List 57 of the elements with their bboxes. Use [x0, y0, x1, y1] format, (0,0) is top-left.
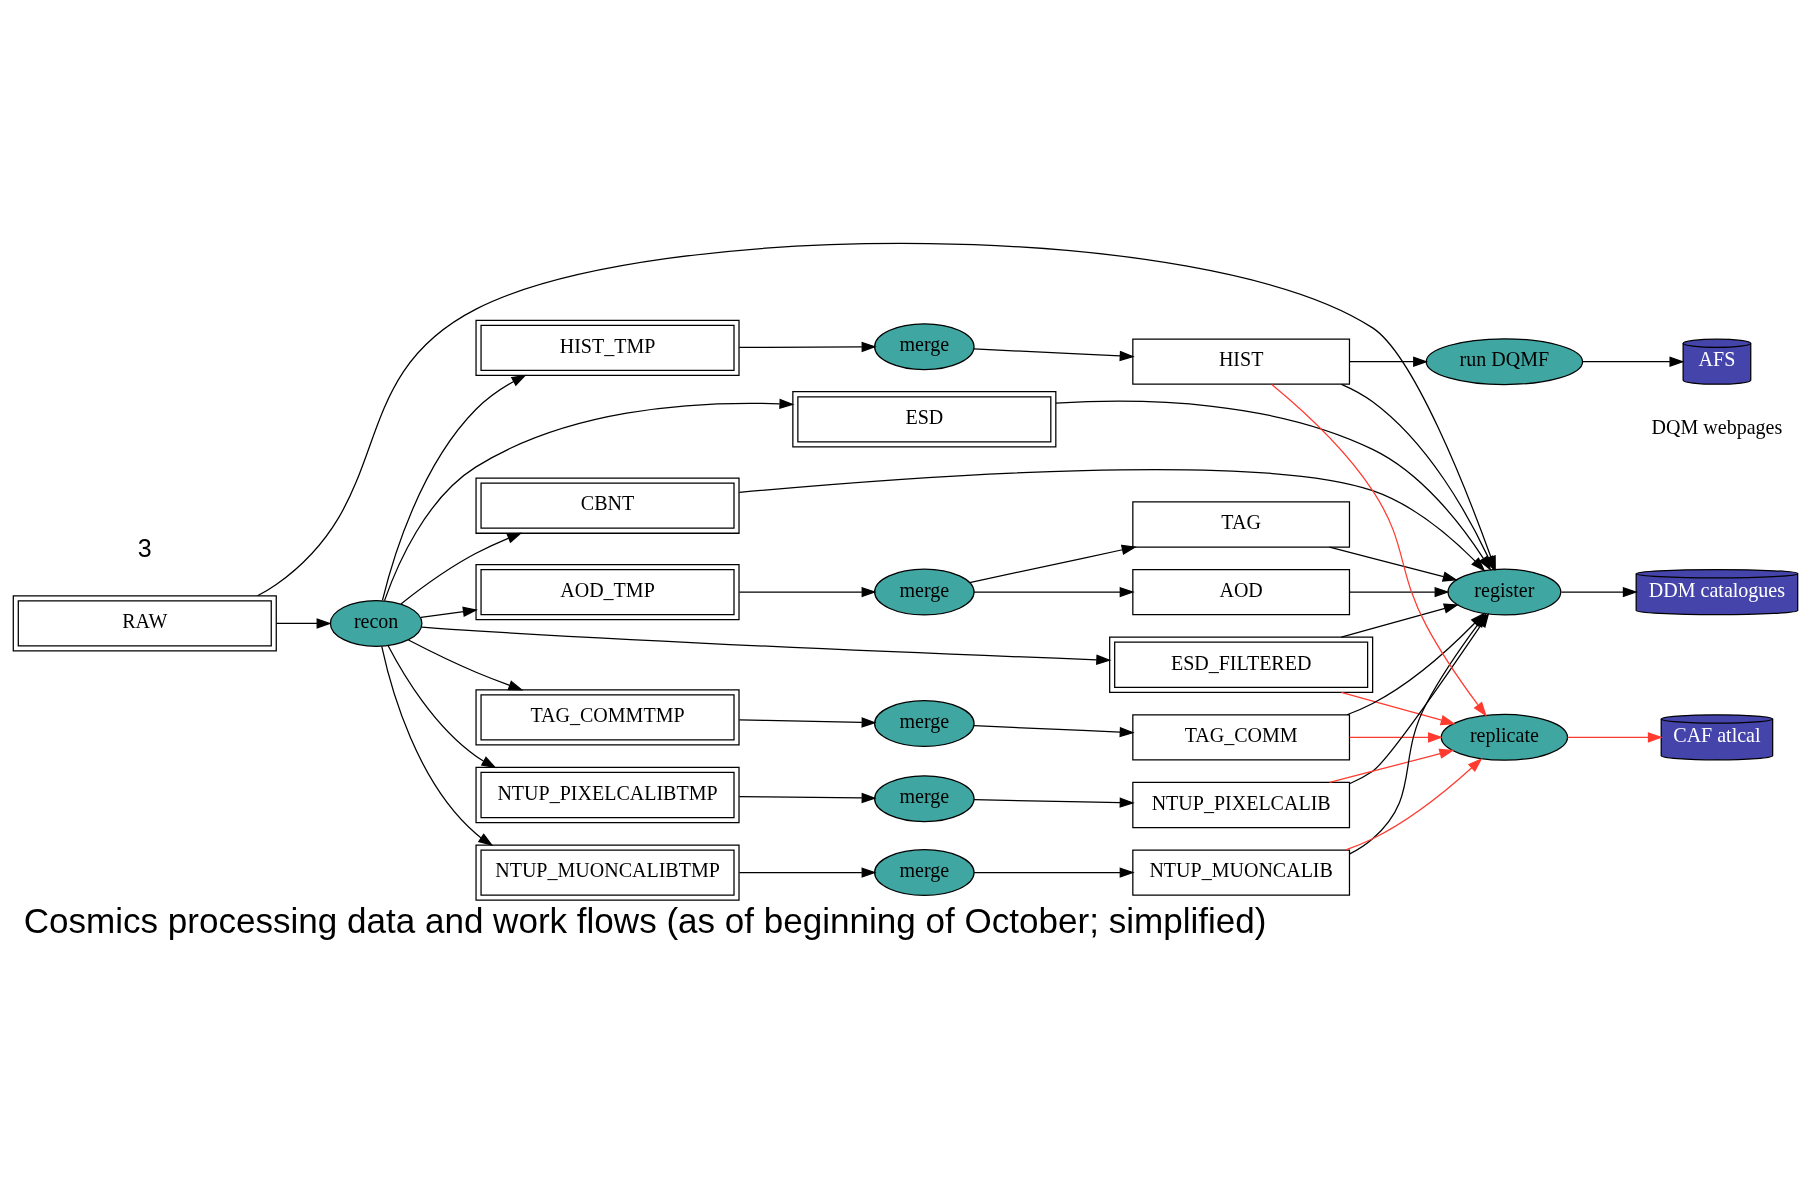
arrow	[738, 717, 877, 728]
node-box: NTUP_MUONCALIBTMP	[475, 844, 740, 901]
arrow	[1340, 691, 1456, 726]
arrow	[973, 725, 1135, 738]
node-box: RAW	[12, 595, 277, 652]
node-ellipse: recon	[329, 599, 423, 647]
node-box: AOD	[1132, 568, 1351, 616]
arrow	[1328, 748, 1455, 783]
arrow	[738, 867, 877, 878]
arrow	[1328, 546, 1458, 582]
node-box: ESD_FILTERED	[1109, 636, 1374, 693]
arrow	[383, 398, 795, 602]
arrow	[1566, 732, 1663, 743]
arrow	[973, 797, 1135, 808]
node-box: AOD_TMP	[475, 563, 740, 621]
arrow	[381, 374, 527, 602]
node-box: NTUP_PIXELCALIBTMP	[475, 766, 740, 824]
arrow	[421, 626, 1112, 665]
node-box: NTUP_PIXELCALIB	[1132, 781, 1351, 829]
node-ellipse: merge	[874, 700, 975, 748]
node-box: CBNT	[475, 477, 740, 534]
arrow	[969, 544, 1137, 584]
node-box: TAG	[1132, 501, 1351, 548]
node-box: NTUP_MUONCALIB	[1132, 849, 1351, 896]
node-ellipse: merge	[874, 323, 975, 371]
arrow	[738, 792, 877, 804]
node-ellipse: merge	[874, 775, 975, 823]
arrow	[1348, 356, 1429, 367]
node-ellipse: register	[1447, 568, 1562, 616]
arrow	[973, 586, 1135, 598]
node-box: HIST_TMP	[475, 319, 740, 377]
node-box: TAG_COMM	[1132, 714, 1351, 761]
arrow	[738, 341, 877, 353]
node-label: DQM webpages	[1651, 416, 1783, 439]
node-ellipse: run DQMF	[1425, 338, 1584, 386]
arrow	[420, 606, 478, 619]
node-box: TAG_COMMTMP	[475, 689, 740, 746]
arrow	[275, 618, 332, 629]
arrow	[973, 867, 1135, 878]
arrow	[407, 639, 524, 691]
arrow	[387, 645, 497, 769]
node-box: HIST	[1132, 338, 1351, 385]
diagram-title: Cosmics processing data and work flows (as of beginning of October; simplified)	[23, 901, 1267, 941]
arrow	[1582, 356, 1685, 367]
node-ellipse: merge	[874, 568, 975, 616]
arrow	[738, 468, 1486, 572]
arrow	[1348, 586, 1450, 598]
arrow	[738, 586, 877, 598]
arrow	[400, 532, 523, 605]
arrow	[1560, 586, 1638, 598]
arrow	[973, 348, 1135, 362]
node-ellipse: merge	[874, 849, 975, 897]
node-box: ESD	[792, 391, 1057, 448]
arrow	[1348, 732, 1444, 743]
label: 3	[137, 534, 152, 563]
arrow	[1345, 757, 1483, 851]
arrow	[381, 645, 494, 847]
